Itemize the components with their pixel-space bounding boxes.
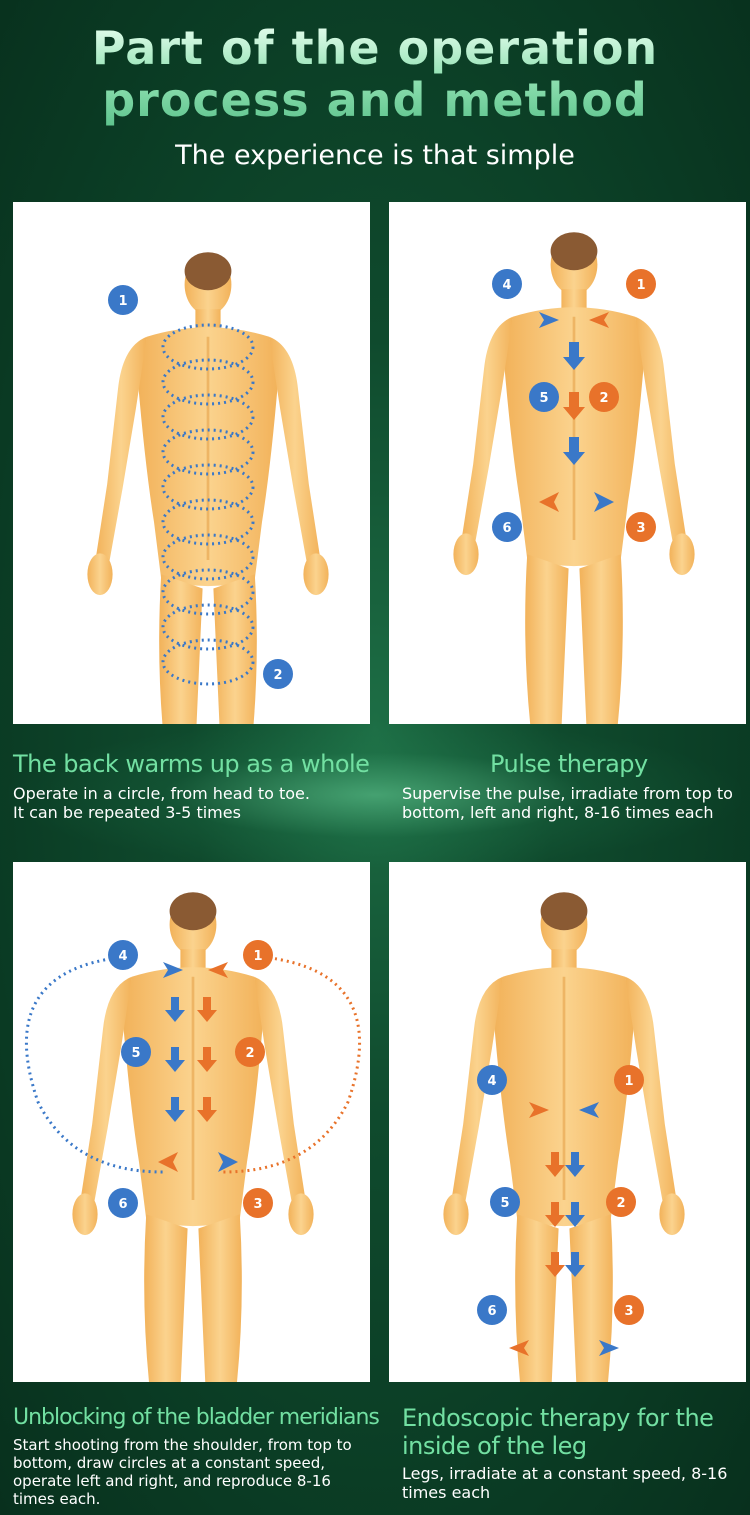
caption-line: times each. [13,1490,101,1508]
marker-label: 6 [502,521,511,536]
marker-1: 1 [108,285,138,315]
caption-bladder-meridians: Unblocking of the bladder meridians Star… [13,1404,388,1508]
panel-inner-leg: 4 1 5 2 6 3 [389,862,746,1382]
body-figure: 1 2 [85,250,331,724]
caption-title-line: Endoscopic therapy for the [402,1404,714,1432]
marker-label: 6 [487,1304,496,1319]
panel-bladder-meridians: 4 1 5 2 6 3 [13,862,370,1382]
panel-pulse: 4 1 5 2 6 3 [389,202,746,724]
marker-label: 1 [624,1074,633,1089]
caption-inner-leg: Endoscopic therapy for the inside of the… [402,1404,742,1502]
marker-6: 6 [492,512,522,542]
caption-line: bottom, draw circles at a constant speed… [13,1454,326,1472]
marker-label: 1 [636,278,645,293]
marker-3: 3 [626,512,656,542]
caption-description: Operate in a circle, from head to toe. I… [13,784,373,822]
marker-1: 1 [243,940,273,970]
caption-title: Pulse therapy [490,750,648,778]
caption-description: Legs, irradiate at a constant speed, 8-1… [402,1464,742,1502]
marker-label: 2 [616,1196,625,1211]
marker-3: 3 [614,1295,644,1325]
marker-5: 5 [121,1037,151,1067]
marker-2: 2 [606,1187,636,1217]
caption-back-warm: The back warms up as a whole Operate in … [13,750,373,822]
caption-title: The back warms up as a whole [13,750,370,778]
header: Part of the operation process and method… [0,22,750,172]
caption-description: Start shooting from the shoulder, from t… [13,1436,388,1508]
marker-label: 1 [118,294,127,309]
marker-4: 4 [492,269,522,299]
marker-label: 5 [539,391,548,406]
blue-arrows [539,312,614,512]
caption-line: times each [402,1483,491,1502]
title-line-2: process and method [102,73,648,127]
marker-label: 2 [245,1046,254,1061]
marker-label: 5 [131,1046,140,1061]
caption-line: Legs, irradiate at a constant speed, 8-1… [402,1464,728,1483]
caption-pulse: Pulse therapy Supervise the pulse, irrad… [402,750,750,822]
body-figure: 4 1 5 2 6 3 [24,890,362,1382]
marker-label: 3 [624,1304,633,1319]
caption-line: Start shooting from the shoulder, from t… [13,1436,352,1454]
caption-line: bottom, left and right, 8-16 times each [402,803,714,822]
marker-label: 2 [599,391,608,406]
marker-1: 1 [614,1065,644,1095]
caption-title: Unblocking of the bladder meridians [13,1405,380,1430]
title-line-1: Part of the operation [91,21,659,75]
body-figure: 4 1 5 2 6 3 [441,890,687,1382]
marker-label: 4 [118,949,127,964]
marker-2: 2 [263,659,293,689]
page-subtitle: The experience is that simple [175,140,575,171]
marker-5: 5 [529,382,559,412]
orange-arrows [539,312,609,512]
caption-description: Supervise the pulse, irradiate from top … [402,784,750,822]
marker-5: 5 [490,1187,520,1217]
body-figure: 4 1 5 2 6 3 [451,230,697,724]
marker-6: 6 [477,1295,507,1325]
marker-2: 2 [589,382,619,412]
marker-label: 5 [500,1196,509,1211]
marker-label: 6 [118,1197,127,1212]
panel-back-warm: 1 2 [13,202,370,724]
marker-label: 2 [273,668,282,683]
marker-4: 4 [477,1065,507,1095]
caption-line: It can be repeated 3-5 times [13,803,241,822]
marker-label: 3 [253,1197,262,1212]
marker-label: 4 [502,278,511,293]
page-title: Part of the operation process and method [0,22,750,126]
caption-line: operate left and right, and reproduce 8-… [13,1472,331,1490]
marker-2: 2 [235,1037,265,1067]
marker-4: 4 [108,940,138,970]
marker-label: 4 [487,1074,496,1089]
marker-label: 3 [636,521,645,536]
marker-3: 3 [243,1188,273,1218]
caption-title-line: inside of the leg [402,1432,587,1460]
marker-1: 1 [626,269,656,299]
caption-line: Supervise the pulse, irradiate from top … [402,784,733,803]
marker-6: 6 [108,1188,138,1218]
marker-label: 1 [253,949,262,964]
caption-line: Operate in a circle, from head to toe. [13,784,310,803]
caption-title: Endoscopic therapy for the inside of the… [402,1404,742,1460]
